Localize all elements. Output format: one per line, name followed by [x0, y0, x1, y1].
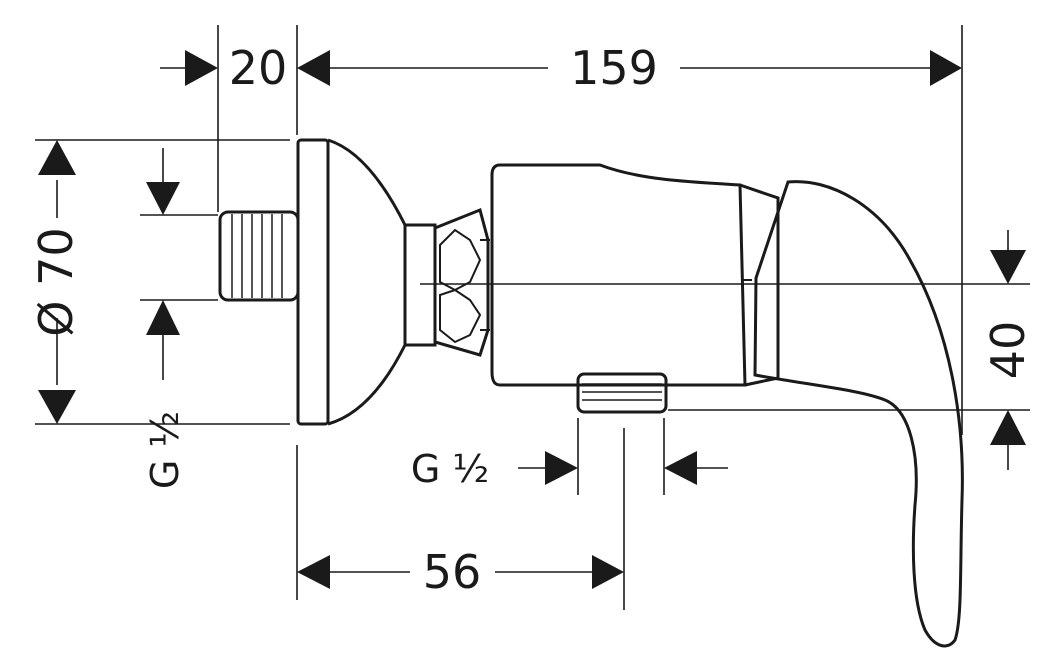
- mixer-body: [492, 165, 778, 385]
- outlet-thread-label: G ½: [411, 447, 489, 491]
- extension-lines: [35, 25, 1030, 610]
- outlet-spigot: [578, 374, 666, 412]
- dim-diameter-70-label: Ø 70: [29, 227, 83, 336]
- hex-nut: [405, 210, 490, 355]
- dim-40-label: 40: [981, 321, 1035, 380]
- dim-56-label: 56: [423, 545, 482, 599]
- dim-159-label: 159: [570, 41, 658, 95]
- mixer-outline: [220, 140, 962, 646]
- dimension-arrows: [38, 50, 1026, 589]
- wall-flange: [298, 140, 405, 424]
- inlet-connector: [220, 212, 298, 300]
- dim-20-label: 20: [229, 41, 288, 95]
- inlet-thread-label: G ½: [143, 411, 187, 489]
- lever-handle: [755, 182, 962, 646]
